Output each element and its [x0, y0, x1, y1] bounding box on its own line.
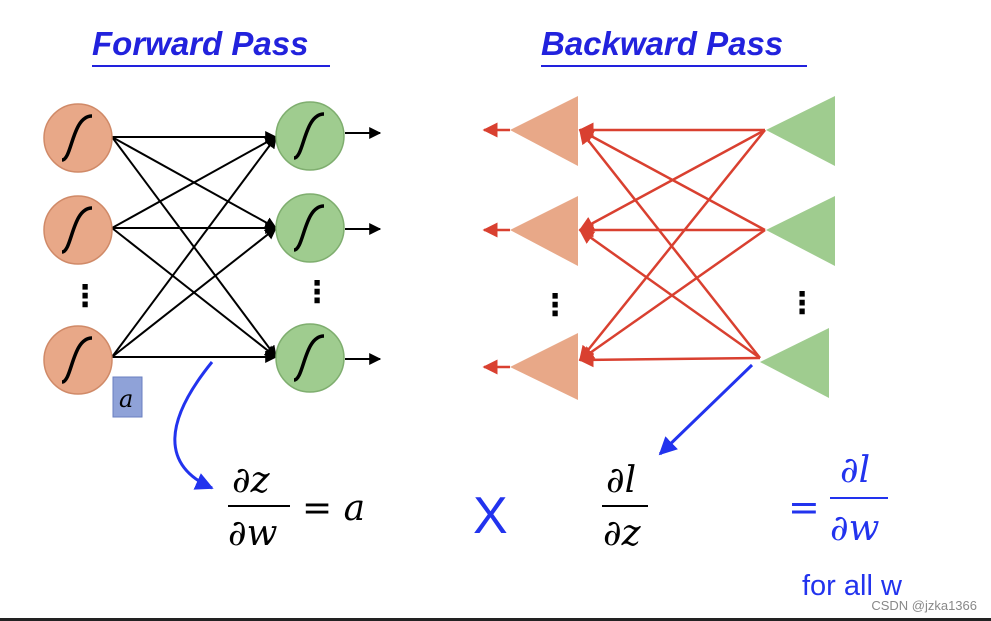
- watermark: CSDN @jzka1366: [871, 598, 977, 613]
- forward-output-layer: [275, 101, 345, 393]
- sigmoid-icon: [61, 114, 93, 162]
- backward-node-triangle: [766, 196, 835, 266]
- forward-edges: [111, 127, 382, 365]
- backward-node-triangle: [510, 96, 578, 166]
- bwd-edge: [578, 352, 761, 368]
- backward-node-triangle: [510, 333, 578, 400]
- sigmoid-icon: [61, 336, 93, 384]
- bwd-edge: [579, 129, 766, 362]
- res-numerator: ∂l: [840, 450, 870, 491]
- input-neuron: [43, 195, 113, 265]
- fwd-edge: [111, 136, 277, 358]
- forward-input-layer: [43, 103, 113, 395]
- backward-edges: [482, 122, 766, 375]
- fwd-numerator: ∂z: [232, 460, 271, 501]
- for-all-note: for all w: [802, 570, 903, 602]
- input-neuron: [43, 325, 113, 395]
- forward-curve-arrow: [173, 361, 214, 490]
- fwd-edge: [111, 227, 277, 358]
- output-neuron: [275, 193, 345, 263]
- sigmoid-icon: [293, 204, 325, 252]
- bwd-numerator: ∂l: [606, 460, 636, 501]
- fwd-edge: [111, 136, 278, 229]
- result-derivative: = ∂l ∂w: [788, 450, 888, 549]
- backward-input-layer: [510, 96, 578, 400]
- backward-node-triangle: [760, 328, 829, 398]
- bwd-denominator: ∂z: [603, 513, 642, 554]
- input-neuron: [43, 103, 113, 173]
- vdots-icon: ⋮: [787, 286, 817, 321]
- sigmoid-icon: [293, 334, 325, 382]
- bwd-edge: [578, 228, 761, 360]
- output-neuron: [275, 101, 345, 171]
- a-box-label: a: [119, 385, 133, 413]
- backward-node-triangle: [510, 196, 578, 266]
- sigmoid-icon: [293, 112, 325, 160]
- vdots-icon: ⋮: [70, 279, 100, 314]
- output-neuron: [275, 323, 345, 393]
- equals-sign: =: [788, 485, 820, 529]
- a-box: [112, 376, 143, 418]
- backward-output-layer: [760, 96, 835, 398]
- bottom-border: [0, 618, 991, 621]
- fwd-rhs: = a: [302, 488, 365, 529]
- bwd-edge: [578, 128, 766, 232]
- bwd-edge: [579, 128, 761, 359]
- backward-pass-title: Backward Pass: [541, 25, 783, 62]
- vdots-icon: ⋮: [540, 288, 570, 323]
- forward-pass-title: Forward Pass: [92, 25, 308, 62]
- backward-blue-arrow: [658, 363, 754, 456]
- fwd-denominator: ∂w: [228, 513, 278, 554]
- vdots-icon: ⋮: [302, 275, 332, 310]
- backward-derivative: ∂l ∂z: [602, 460, 648, 554]
- multiply-sign: X: [473, 487, 508, 545]
- sigmoid-icon: [61, 206, 93, 254]
- backward-node-triangle: [766, 96, 835, 166]
- res-denominator: ∂w: [830, 508, 880, 549]
- forward-derivative: ∂z ∂w = a: [228, 460, 365, 554]
